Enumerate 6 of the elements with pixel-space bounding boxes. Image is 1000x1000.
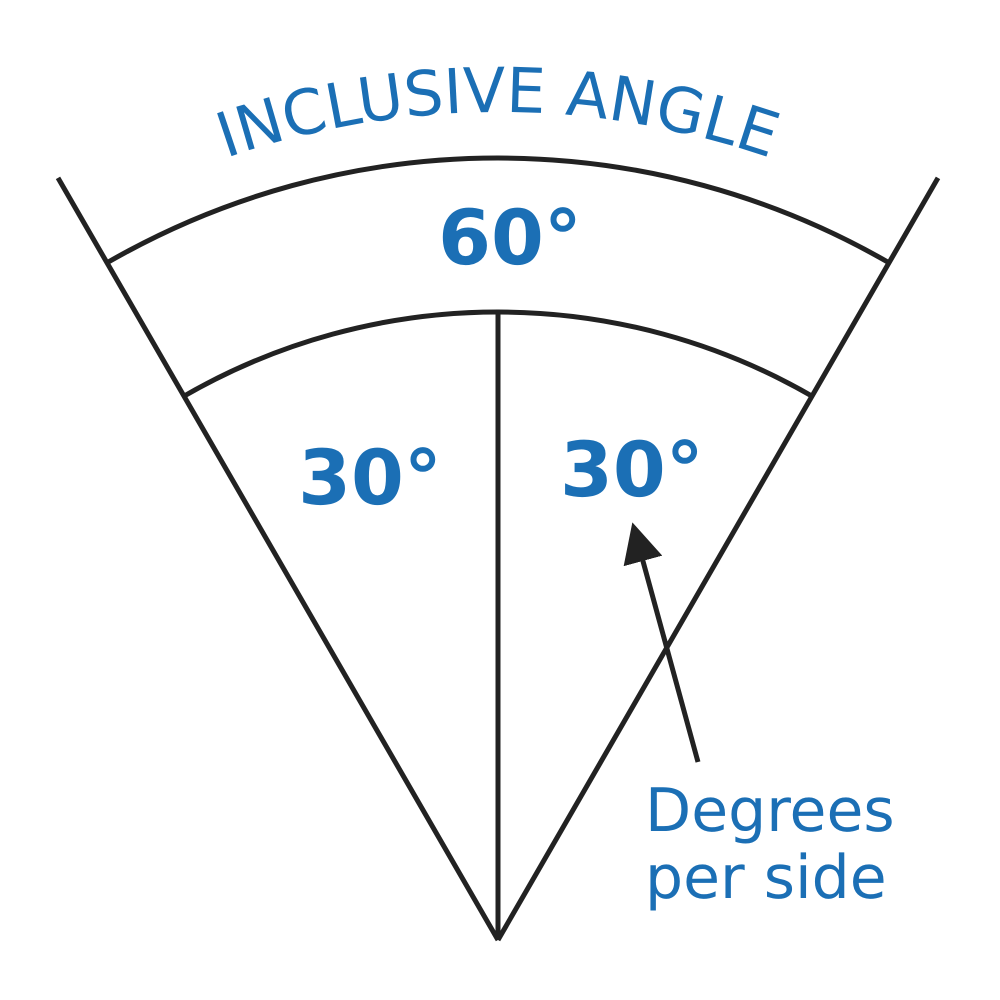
callout-text: Degrees per side — [645, 762, 965, 912]
angle-value: 30° — [560, 432, 705, 532]
angle-value: 30° — [298, 440, 442, 516]
leader-arrow — [624, 522, 700, 763]
angle-value: 60° — [438, 200, 582, 276]
arc-heading: INCLUSIVE ANGLE — [207, 54, 788, 172]
